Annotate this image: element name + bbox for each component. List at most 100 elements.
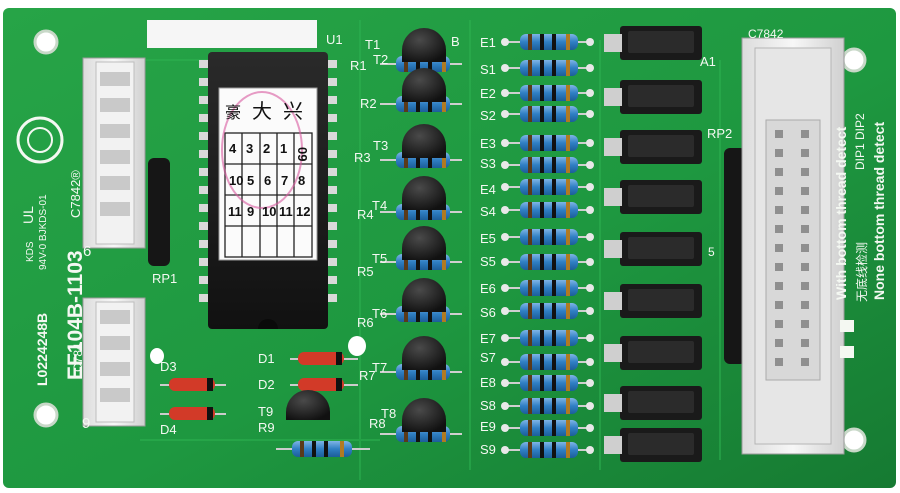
idc-pin	[801, 149, 809, 157]
sticker-cell: 4	[229, 141, 237, 156]
dip-labels: DIP1 DIP2	[853, 113, 867, 170]
idc-pin	[775, 339, 783, 347]
power-device	[604, 428, 702, 462]
bottom-num-3: 5	[708, 245, 715, 259]
chip-sticker-grid: 09 1 2 3 4 10 5 6 7 8 11 9 10 11 12	[228, 141, 310, 219]
idc-pin	[775, 225, 783, 233]
transistor-t9	[286, 390, 330, 420]
idc-pin	[801, 358, 809, 366]
designator-d3: D3	[160, 359, 177, 374]
resistor	[501, 34, 594, 50]
power-component-column	[604, 26, 702, 462]
idc-pin	[775, 263, 783, 271]
transistor-t6	[380, 278, 462, 322]
transistor-t4	[380, 176, 462, 220]
designator-b: B	[451, 34, 460, 49]
sticker-cell: 12	[296, 204, 310, 219]
designator-t8: T8	[381, 406, 396, 421]
sticker-cell: 09	[295, 147, 310, 161]
designator-s2: S2	[480, 108, 496, 123]
resistor	[501, 229, 594, 245]
resistor-r9	[276, 441, 370, 457]
sticker-cell: 2	[263, 141, 270, 156]
maker-code: KDS	[25, 241, 36, 262]
designator-s5: S5	[480, 254, 496, 269]
designator-r8: R8	[369, 416, 386, 431]
resistor	[501, 280, 594, 296]
connector-bottom-left	[82, 297, 146, 427]
diode-d3	[160, 378, 226, 391]
resistor	[501, 60, 594, 76]
designator-t6: T6	[372, 306, 387, 321]
chip-sticker-title-3: 豪	[225, 103, 241, 122]
resistor	[501, 157, 594, 173]
designator-labels: T1T2T3T4T5T6T7T8R1R2R3R4R5R6R7R8E1E2E3E4…	[350, 35, 496, 457]
idc-pin	[801, 320, 809, 328]
designator-d2: D2	[258, 377, 275, 392]
c784-bottom: C784	[71, 343, 85, 372]
designator-d1: D1	[258, 351, 275, 366]
transistor-t1	[380, 28, 462, 72]
resistor	[501, 442, 594, 458]
designator-r5: R5	[357, 264, 374, 279]
power-device	[604, 26, 702, 60]
power-device	[604, 284, 702, 318]
designator-s9: S9	[480, 442, 496, 457]
resistor	[501, 354, 594, 370]
designator-rp1: RP1	[152, 271, 177, 286]
sticker-cell: 7	[281, 173, 288, 188]
dip-switch-1	[840, 320, 854, 332]
sticker-cell: 6	[264, 173, 271, 188]
white-blob	[150, 348, 164, 364]
designator-e3: E3	[480, 136, 496, 151]
designator-rp2: RP2	[707, 126, 732, 141]
designator-t4: T4	[372, 198, 387, 213]
designator-t7: T7	[372, 360, 387, 375]
idc-pin	[801, 339, 809, 347]
designator-r3: R3	[354, 150, 371, 165]
designator-r7: R7	[359, 368, 376, 383]
designator-r1: R1	[350, 58, 367, 73]
resistor	[501, 398, 594, 414]
sticker-cell: 9	[247, 204, 254, 219]
resistor	[501, 202, 594, 218]
idc-pin	[775, 149, 783, 157]
designator-r2: R2	[360, 96, 377, 111]
resistor-column	[501, 34, 594, 458]
power-device	[604, 130, 702, 164]
idc-pin	[775, 320, 783, 328]
resistor-pack-rp1	[148, 158, 170, 266]
designator-e9: E9	[480, 419, 496, 434]
transistor-t8	[380, 398, 462, 442]
chip-sticker-title-2: 大	[252, 99, 272, 123]
idc-pin	[801, 206, 809, 214]
resistor	[501, 85, 594, 101]
sticker-cell: 11	[228, 204, 242, 219]
designator-e5: E5	[480, 231, 496, 246]
resistor	[501, 420, 594, 436]
power-device	[604, 336, 702, 370]
idc-pin	[775, 301, 783, 309]
ul-mark: UL	[20, 206, 36, 224]
designator-a1: A1	[700, 54, 716, 69]
designator-s8: S8	[480, 398, 496, 413]
resistor	[501, 254, 594, 270]
dip-switch-2	[840, 346, 854, 358]
connector-top-left	[82, 57, 146, 249]
idc-pin	[801, 168, 809, 176]
resistor	[501, 303, 594, 319]
designator-e4: E4	[480, 182, 496, 197]
idc-connector	[741, 37, 845, 455]
side-text-1: With bottom thread detect	[833, 126, 849, 300]
sticker-cell: 3	[246, 141, 253, 156]
transistor-t7	[380, 336, 462, 380]
power-device	[604, 180, 702, 214]
designator-r4: R4	[357, 207, 374, 222]
idc-pin	[801, 187, 809, 195]
logo	[16, 116, 64, 164]
chip-sticker-title-1: 兴	[283, 99, 303, 123]
idc-pin	[775, 358, 783, 366]
designator-r9: R9	[258, 420, 275, 435]
designator-e2: E2	[480, 86, 496, 101]
idc-pin	[801, 301, 809, 309]
